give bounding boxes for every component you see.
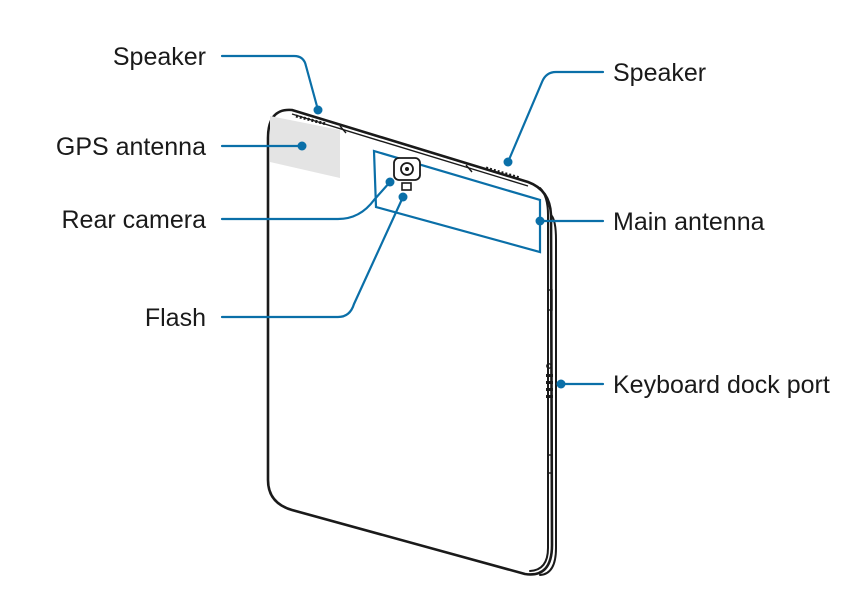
leader-speaker-left <box>220 54 320 112</box>
speaker-grille-right <box>485 166 521 180</box>
label-speaker-right: Speaker <box>613 59 706 87</box>
top-seam-right <box>465 164 473 173</box>
label-flash: Flash <box>145 304 206 332</box>
leader-dot-keyboard-dock-port <box>556 379 566 389</box>
tablet-body <box>266 108 557 576</box>
tablet-top-edge <box>291 113 529 187</box>
speaker-grille-left <box>295 114 327 126</box>
keyboard-dock-pins <box>546 363 553 398</box>
label-gps-antenna: GPS antenna <box>56 133 206 161</box>
leader-flash <box>220 195 405 319</box>
label-keyboard-dock-port: Keyboard dock port <box>613 371 830 399</box>
label-speaker-left: Speaker <box>113 43 206 71</box>
leader-dot-speaker-right <box>503 157 513 167</box>
label-rear-camera: Rear camera <box>62 206 207 234</box>
leader-dot-flash <box>398 192 408 202</box>
leader-dot-rear-camera <box>385 177 395 187</box>
callout-lines <box>220 54 605 389</box>
rear-camera <box>393 157 421 181</box>
leader-dot-main-antenna <box>535 216 545 226</box>
leader-rear-camera <box>220 180 392 221</box>
main-antenna-area <box>372 149 542 254</box>
top-seam-left <box>339 125 347 134</box>
side-button-lower <box>547 454 553 474</box>
leader-dot-gps-antenna <box>297 141 307 151</box>
side-button-upper <box>547 289 553 311</box>
leader-speaker-right <box>506 70 605 164</box>
tablet-back-outline <box>266 108 554 576</box>
tablet-side-edge-outer <box>539 214 557 576</box>
flash <box>401 182 412 191</box>
label-main-antenna: Main antenna <box>613 208 765 236</box>
leader-dot-speaker-left <box>313 105 323 115</box>
